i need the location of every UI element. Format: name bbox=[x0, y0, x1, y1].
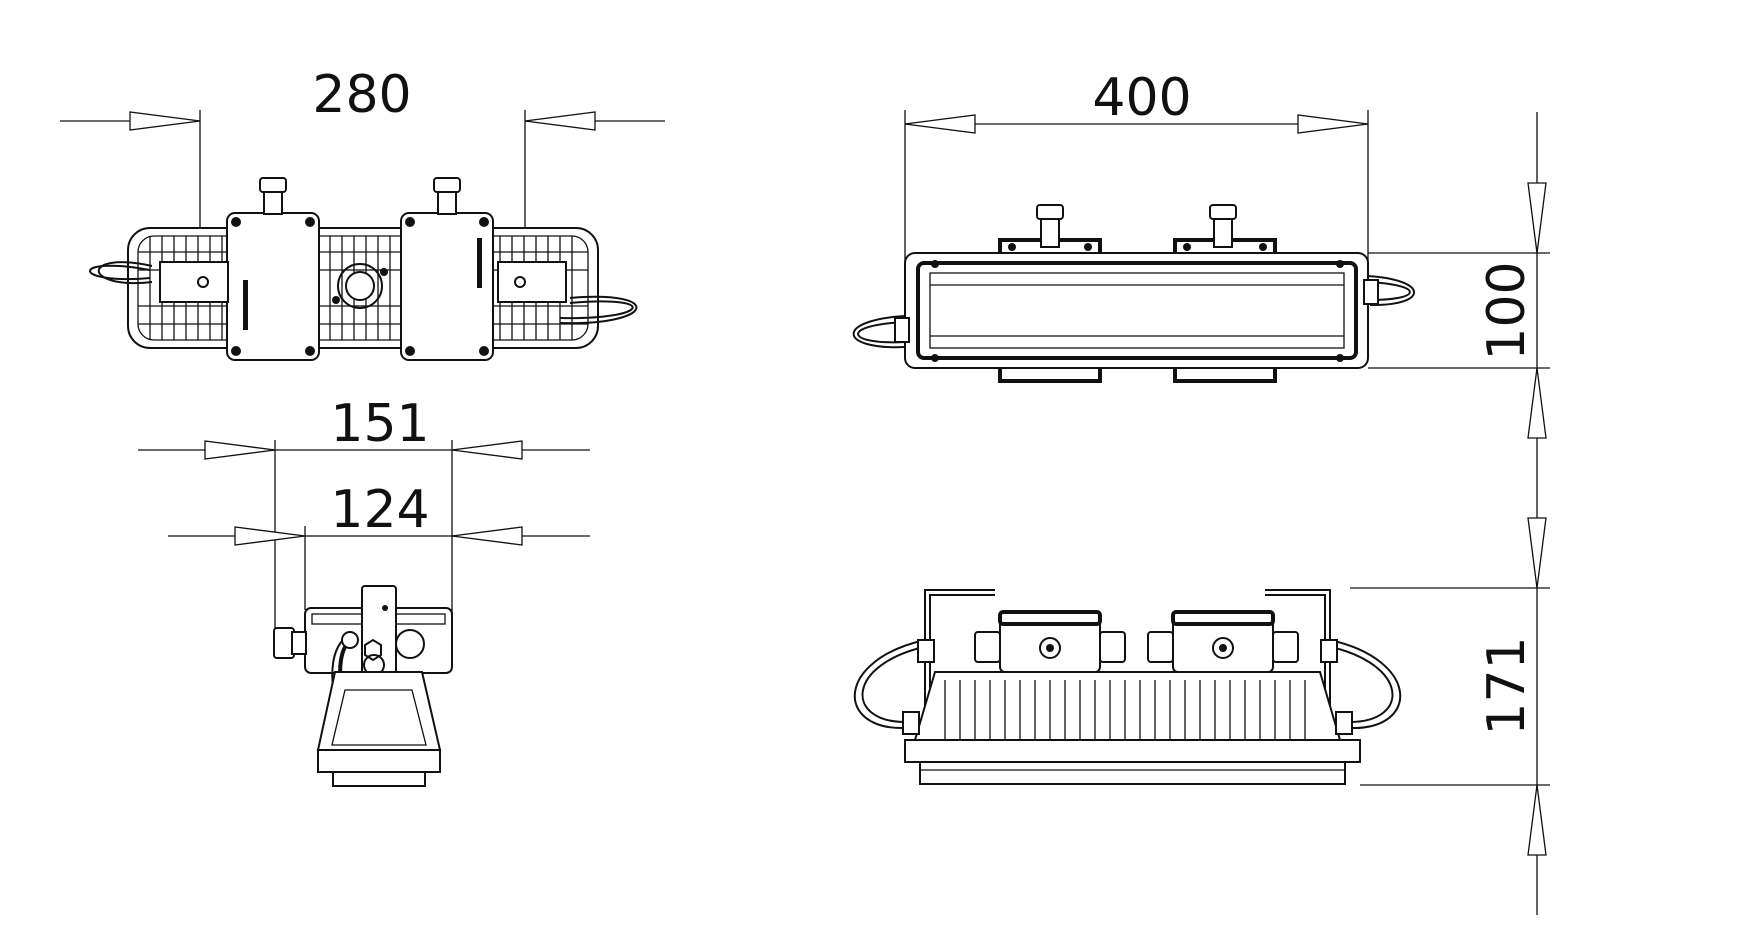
side-elevation-view bbox=[853, 589, 1402, 785]
dimension-151-124: 151 124 bbox=[138, 394, 590, 630]
dimension-100-label: 100 bbox=[1477, 261, 1537, 360]
dimension-151-label: 151 bbox=[330, 394, 429, 454]
dimension-400: 400 bbox=[904, 68, 1369, 262]
side-view bbox=[273, 585, 453, 787]
elevation-fins bbox=[944, 680, 1306, 740]
dimension-124-label: 124 bbox=[330, 480, 429, 540]
dimension-280-label: 280 bbox=[312, 65, 411, 125]
front-plan-view bbox=[89, 177, 638, 361]
dimension-171-label: 171 bbox=[1477, 636, 1537, 735]
dimension-vertical: 100 171 bbox=[1350, 112, 1550, 915]
dimension-400-label: 400 bbox=[1092, 68, 1191, 128]
back-plan-view bbox=[852, 204, 1415, 383]
dimension-280: 280 bbox=[60, 65, 665, 228]
